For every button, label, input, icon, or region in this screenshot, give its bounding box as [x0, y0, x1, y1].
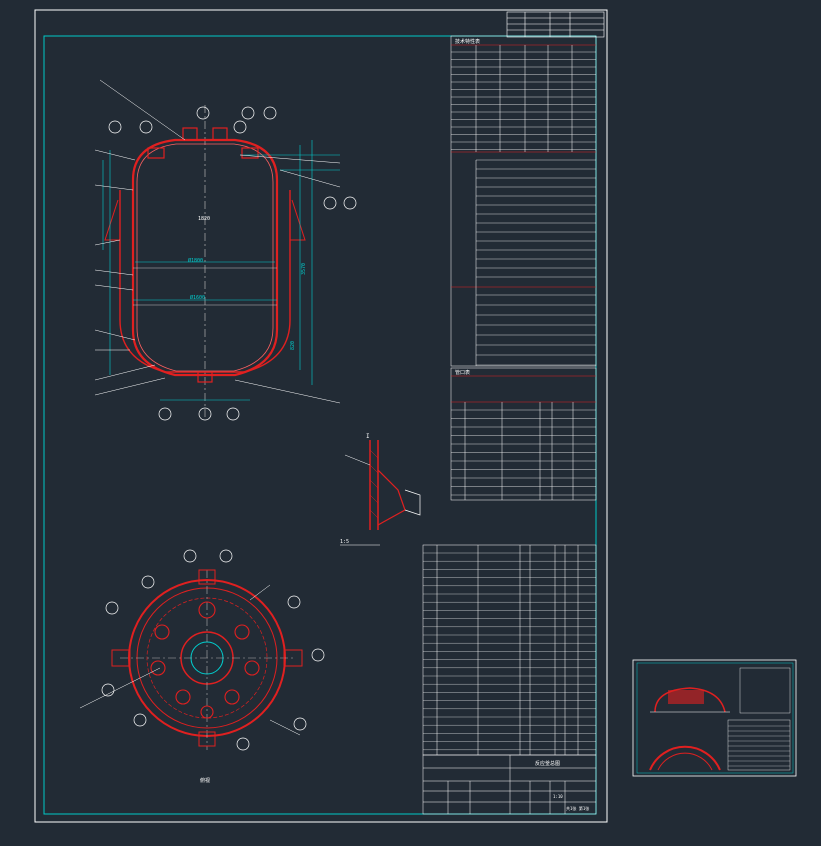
sheet-inner-border — [43, 35, 597, 815]
revision-table — [506, 11, 605, 38]
sheet-outer-frame — [34, 9, 608, 823]
callout-bubbles — [108, 106, 357, 421]
nozzle-d — [241, 147, 259, 159]
tech-spec-title: 技术特性表 — [455, 38, 480, 45]
leader-lines — [94, 79, 341, 404]
plan-lugs — [111, 569, 303, 747]
detail-title: I — [366, 433, 370, 440]
nozzle-c — [147, 147, 165, 159]
nozzle-table — [450, 367, 597, 501]
vessel-shell — [131, 138, 279, 377]
plan-nozzles — [150, 601, 260, 719]
detail-view: 1:5 I — [340, 433, 421, 546]
title-block — [422, 754, 597, 815]
plan-label: 俯视 — [200, 777, 210, 784]
nozzle-a — [182, 127, 198, 141]
plan-callouts — [101, 549, 325, 751]
dim-width: Ø1800 — [188, 257, 203, 264]
dim-bottom: 820 — [290, 341, 296, 350]
tech-spec-table — [450, 35, 597, 367]
title-block-sheet: 共1张 第1张 — [566, 805, 589, 811]
dim-height: 3570 — [301, 263, 307, 275]
support-lug-right — [290, 199, 306, 241]
support-lug-left — [104, 199, 120, 241]
nozzle-b — [212, 127, 228, 141]
nozzle-table-title: 管口表 — [455, 369, 470, 376]
bom-rows — [423, 552, 596, 750]
dimension-lines — [102, 140, 340, 401]
bottom-outlet — [197, 371, 213, 383]
title-block-name: 反应釜总图 — [535, 760, 560, 767]
vessel-elevation-view: Ø1800 Ø1600 3570 820 1820 — [94, 79, 357, 421]
detail-scale-label: 1:5 — [340, 539, 349, 545]
plan-leaders — [79, 584, 301, 736]
plan-view: 俯视 — [79, 549, 325, 784]
bom-table — [422, 544, 597, 756]
dim-mid: 1820 — [198, 216, 210, 222]
thumbnail-preview[interactable] — [632, 659, 797, 777]
tech-spec-rows — [451, 51, 596, 366]
title-block-scale: 1:10 — [553, 794, 563, 799]
dim-inner-width: Ø1600 — [190, 294, 205, 301]
nozzle-rows — [451, 409, 596, 496]
